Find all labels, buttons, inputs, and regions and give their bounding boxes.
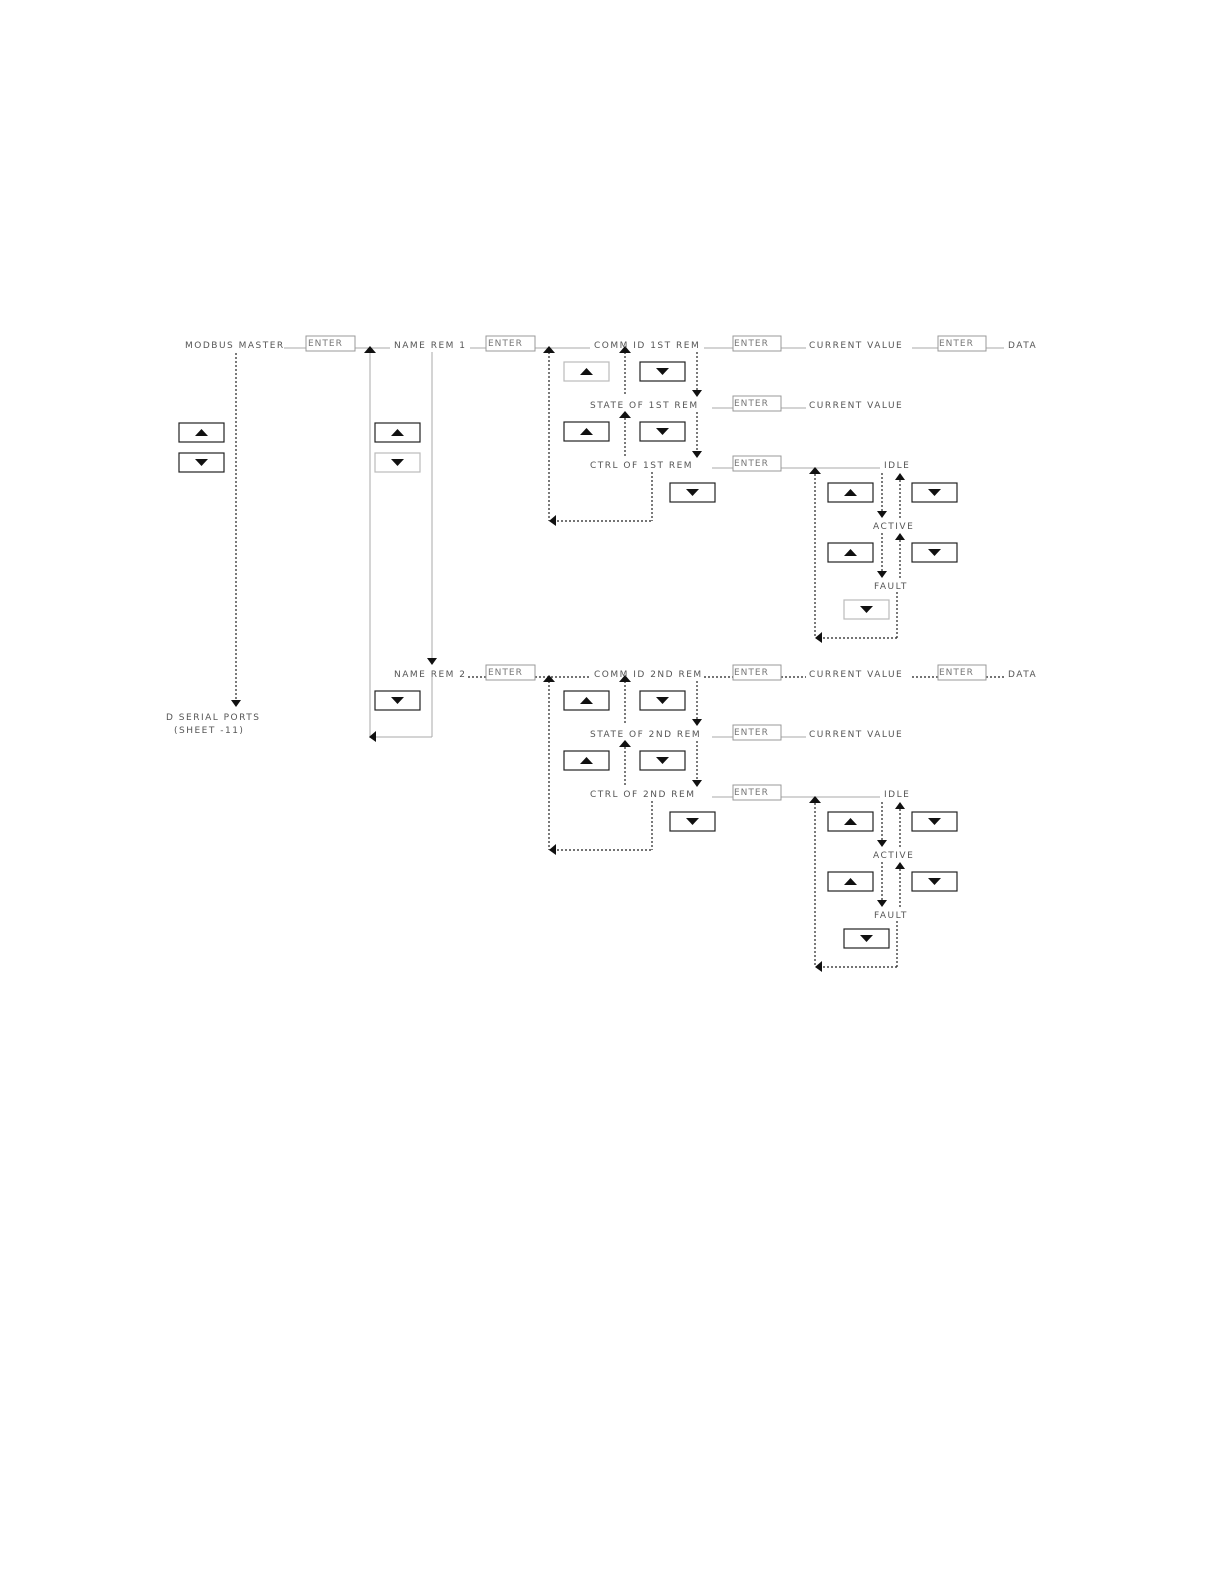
label-active: ACTIVE [873,851,914,861]
label-modbus-master: MODBUS MASTER [185,341,285,351]
up-arrow-key[interactable] [374,422,421,443]
up-arrow-key[interactable] [827,871,874,892]
label-state-2nd: STATE OF 2ND REM [590,730,701,740]
label-ctrl-1st: CTRL OF 1ST REM [590,461,693,471]
down-arrow-key[interactable] [374,452,421,473]
label-sheet-ref: (SHEET -11) [174,726,244,736]
svg-text:ENTER: ENTER [308,339,343,349]
down-arrow-key[interactable] [843,928,890,949]
label-fault: FAULT [874,911,908,921]
up-arrow-key[interactable] [563,361,610,382]
down-arrow-key[interactable] [639,690,686,711]
enter-button[interactable]: ENTER [485,664,536,681]
svg-text:ENTER: ENTER [939,668,974,678]
up-arrow-key[interactable] [178,422,225,443]
enter-button[interactable]: ENTER [732,455,782,472]
label-data: DATA [1008,341,1037,351]
down-arrow-key[interactable] [178,452,225,473]
svg-text:ENTER: ENTER [734,668,769,678]
enter-button[interactable]: ENTER [732,784,782,801]
label-ctrl-2nd: CTRL OF 2ND REM [590,790,696,800]
down-arrow-key[interactable] [911,871,958,892]
up-arrow-key[interactable] [563,750,610,771]
label-current-value: CURRENT VALUE [809,401,903,411]
svg-text:ENTER: ENTER [734,459,769,469]
down-arrow-key[interactable] [669,811,716,832]
label-data: DATA [1008,670,1037,680]
enter-button[interactable]: ENTER [732,664,782,681]
svg-text:ENTER: ENTER [734,339,769,349]
down-arrow-key[interactable] [374,690,421,711]
enter-button[interactable]: ENTER [732,395,782,412]
up-arrow-key[interactable] [827,482,874,503]
up-arrow-key[interactable] [827,811,874,832]
label-serial-ports: D SERIAL PORTS [166,713,260,723]
svg-text:ENTER: ENTER [488,668,523,678]
svg-text:ENTER: ENTER [734,399,769,409]
svg-text:ENTER: ENTER [734,728,769,738]
label-current-value: CURRENT VALUE [809,670,903,680]
enter-button[interactable]: ENTER [732,335,782,352]
enter-button[interactable]: ENTER [937,664,987,681]
enter-button[interactable]: ENTER [937,335,987,352]
down-arrow-key[interactable] [639,361,686,382]
up-arrow-key[interactable] [827,542,874,563]
label-idle: IDLE [884,461,910,471]
label-current-value: CURRENT VALUE [809,730,903,740]
up-arrow-key[interactable] [563,421,610,442]
label-idle: IDLE [884,790,910,800]
label-comm-id-2nd: COMM ID 2ND REM [594,670,703,680]
down-arrow-key[interactable] [843,599,890,620]
down-arrow-key[interactable] [911,482,958,503]
label-active: ACTIVE [873,522,914,532]
up-arrow-key[interactable] [563,690,610,711]
down-arrow-key[interactable] [911,542,958,563]
label-name-rem-2: NAME REM 2 [394,670,467,680]
enter-button[interactable]: ENTER [305,335,356,352]
svg-text:ENTER: ENTER [488,339,523,349]
svg-text:ENTER: ENTER [939,339,974,349]
label-state-1st: STATE OF 1ST REM [590,401,699,411]
label-comm-id-1st: COMM ID 1ST REM [594,341,700,351]
label-fault: FAULT [874,582,908,592]
label-current-value: CURRENT VALUE [809,341,903,351]
enter-button[interactable]: ENTER [732,724,782,741]
down-arrow-key[interactable] [911,811,958,832]
down-arrow-key[interactable] [639,750,686,771]
down-arrow-key[interactable] [639,421,686,442]
svg-text:ENTER: ENTER [734,788,769,798]
enter-button[interactable]: ENTER [485,335,536,352]
down-arrow-key[interactable] [669,482,716,503]
label-name-rem-1: NAME REM 1 [394,341,467,351]
